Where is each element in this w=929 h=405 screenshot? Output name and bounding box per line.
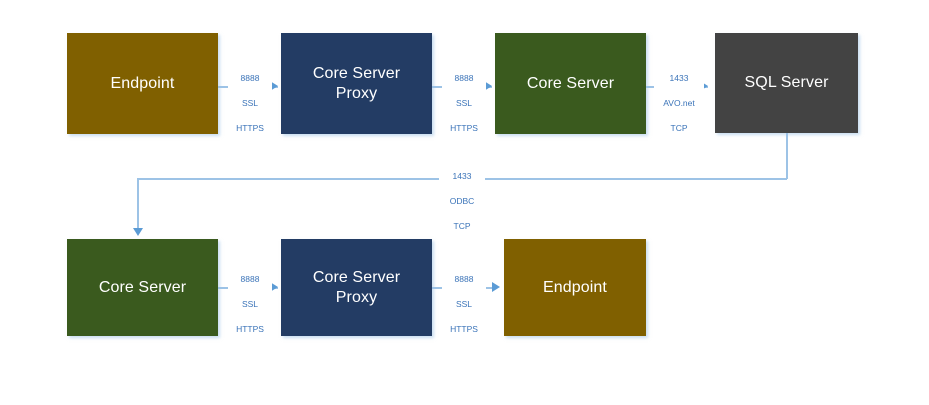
connector-protocol: SSL [241, 298, 259, 309]
node-core-server-proxy-bottom[interactable]: Core Server Proxy [281, 239, 432, 336]
connector-transport: HTTPS [236, 323, 264, 334]
node-sql-server[interactable]: SQL Server [715, 33, 858, 133]
connector-port: 8888 [454, 73, 474, 84]
node-core-server-proxy-top[interactable]: Core Server Proxy [281, 33, 432, 134]
node-label: Core Server Proxy [312, 64, 401, 102]
connector-protocol: SSL [241, 97, 259, 108]
node-label: SQL Server [744, 74, 829, 91]
connector-transport: TCP [453, 220, 471, 231]
connector-protocol: SSL [455, 298, 473, 309]
arrow-head-top-3 [700, 81, 708, 91]
node-label: Endpoint [543, 278, 607, 296]
node-core-server-bottom[interactable]: Core Server [67, 239, 218, 336]
connector-protocol: ODBC [449, 195, 475, 206]
connector-label-bottom-2: 8888 SSL HTTPS [442, 261, 486, 348]
arrow-head-top-2 [484, 81, 492, 91]
connector-port: 8888 [240, 73, 260, 84]
connector-line-elbow-vertical-right [786, 133, 788, 179]
arrow-head-top-1 [270, 81, 278, 91]
connector-protocol: SSL [455, 97, 473, 108]
connector-protocol: AVO.net [663, 97, 695, 108]
node-endpoint-top[interactable]: Endpoint [67, 33, 218, 134]
node-core-server-top[interactable]: Core Server [495, 33, 646, 134]
connector-label-top-2: 8888 SSL HTTPS [442, 60, 486, 147]
connector-port: 8888 [454, 274, 474, 285]
connector-line-elbow-vertical-left [137, 178, 139, 230]
arrow-head-bottom-2 [492, 282, 500, 292]
connector-port: 1433 [669, 73, 689, 84]
node-endpoint-bottom[interactable]: Endpoint [504, 239, 646, 336]
arrow-head-bottom-1 [270, 282, 278, 292]
connector-transport: HTTPS [450, 122, 478, 133]
node-label: Endpoint [110, 74, 175, 92]
node-label: Core Server Proxy [312, 268, 401, 306]
connector-transport: HTTPS [236, 122, 264, 133]
connector-label-top-1: 8888 SSL HTTPS [228, 60, 272, 147]
connector-transport: TCP [670, 122, 688, 133]
connector-label-middle: 1433 ODBC TCP [439, 158, 485, 245]
connector-port: 1433 [452, 171, 472, 182]
connector-label-bottom-1: 8888 SSL HTTPS [228, 261, 272, 348]
node-label: Core Server [98, 278, 187, 296]
connector-transport: HTTPS [450, 323, 478, 334]
connector-label-top-3: 1433 AVO.net TCP [654, 60, 704, 147]
node-label: Core Server [526, 74, 615, 92]
arrow-head-elbow [133, 228, 143, 236]
connector-port: 8888 [240, 274, 260, 285]
